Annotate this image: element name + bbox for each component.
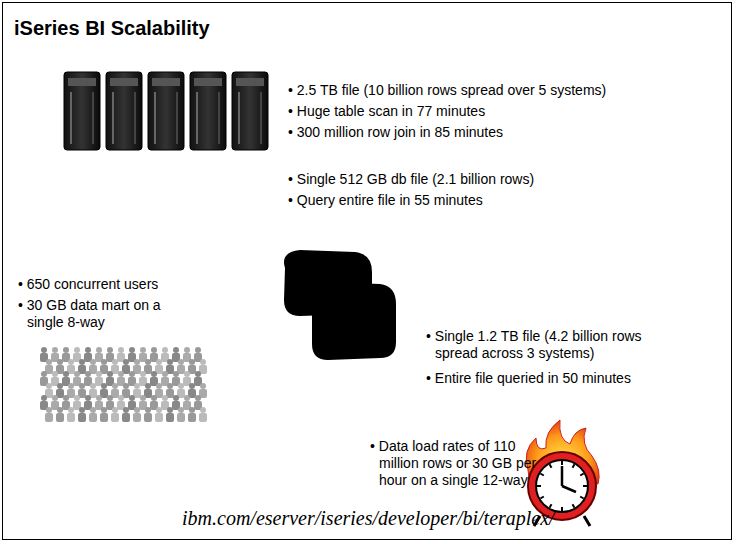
- bullet-text: • 2.5 TB file (10 billion rows spread ov…: [288, 82, 606, 99]
- black-system-shape: [284, 250, 396, 360]
- bullet-text: • 300 million row join in 85 minutes: [288, 124, 503, 141]
- bullet-text: • 30 GB data mart on a single 8-way: [18, 297, 177, 331]
- caption-url: ibm.com/eserver/iseries/developer/bi/ter…: [182, 506, 555, 530]
- bullet-text: • 650 concurrent users: [18, 276, 158, 293]
- bullet-text: • Single 1.2 TB file (4.2 billion rows s…: [426, 328, 675, 362]
- server-towers: [64, 72, 268, 150]
- bullet-text: • Query entire file in 55 minutes: [288, 192, 483, 209]
- bullet-text: • Huge table scan in 77 minutes: [288, 103, 485, 120]
- bullet-text: • Single 512 GB db file (2.1 billion row…: [288, 171, 534, 188]
- bullet-text: • Entire file queried in 50 minutes: [426, 370, 631, 387]
- slide-title: iSeries BI Scalability: [14, 16, 210, 40]
- bullet-text: • Data load rates of 110 million rows or…: [370, 438, 537, 489]
- crowd-of-users: [40, 347, 207, 422]
